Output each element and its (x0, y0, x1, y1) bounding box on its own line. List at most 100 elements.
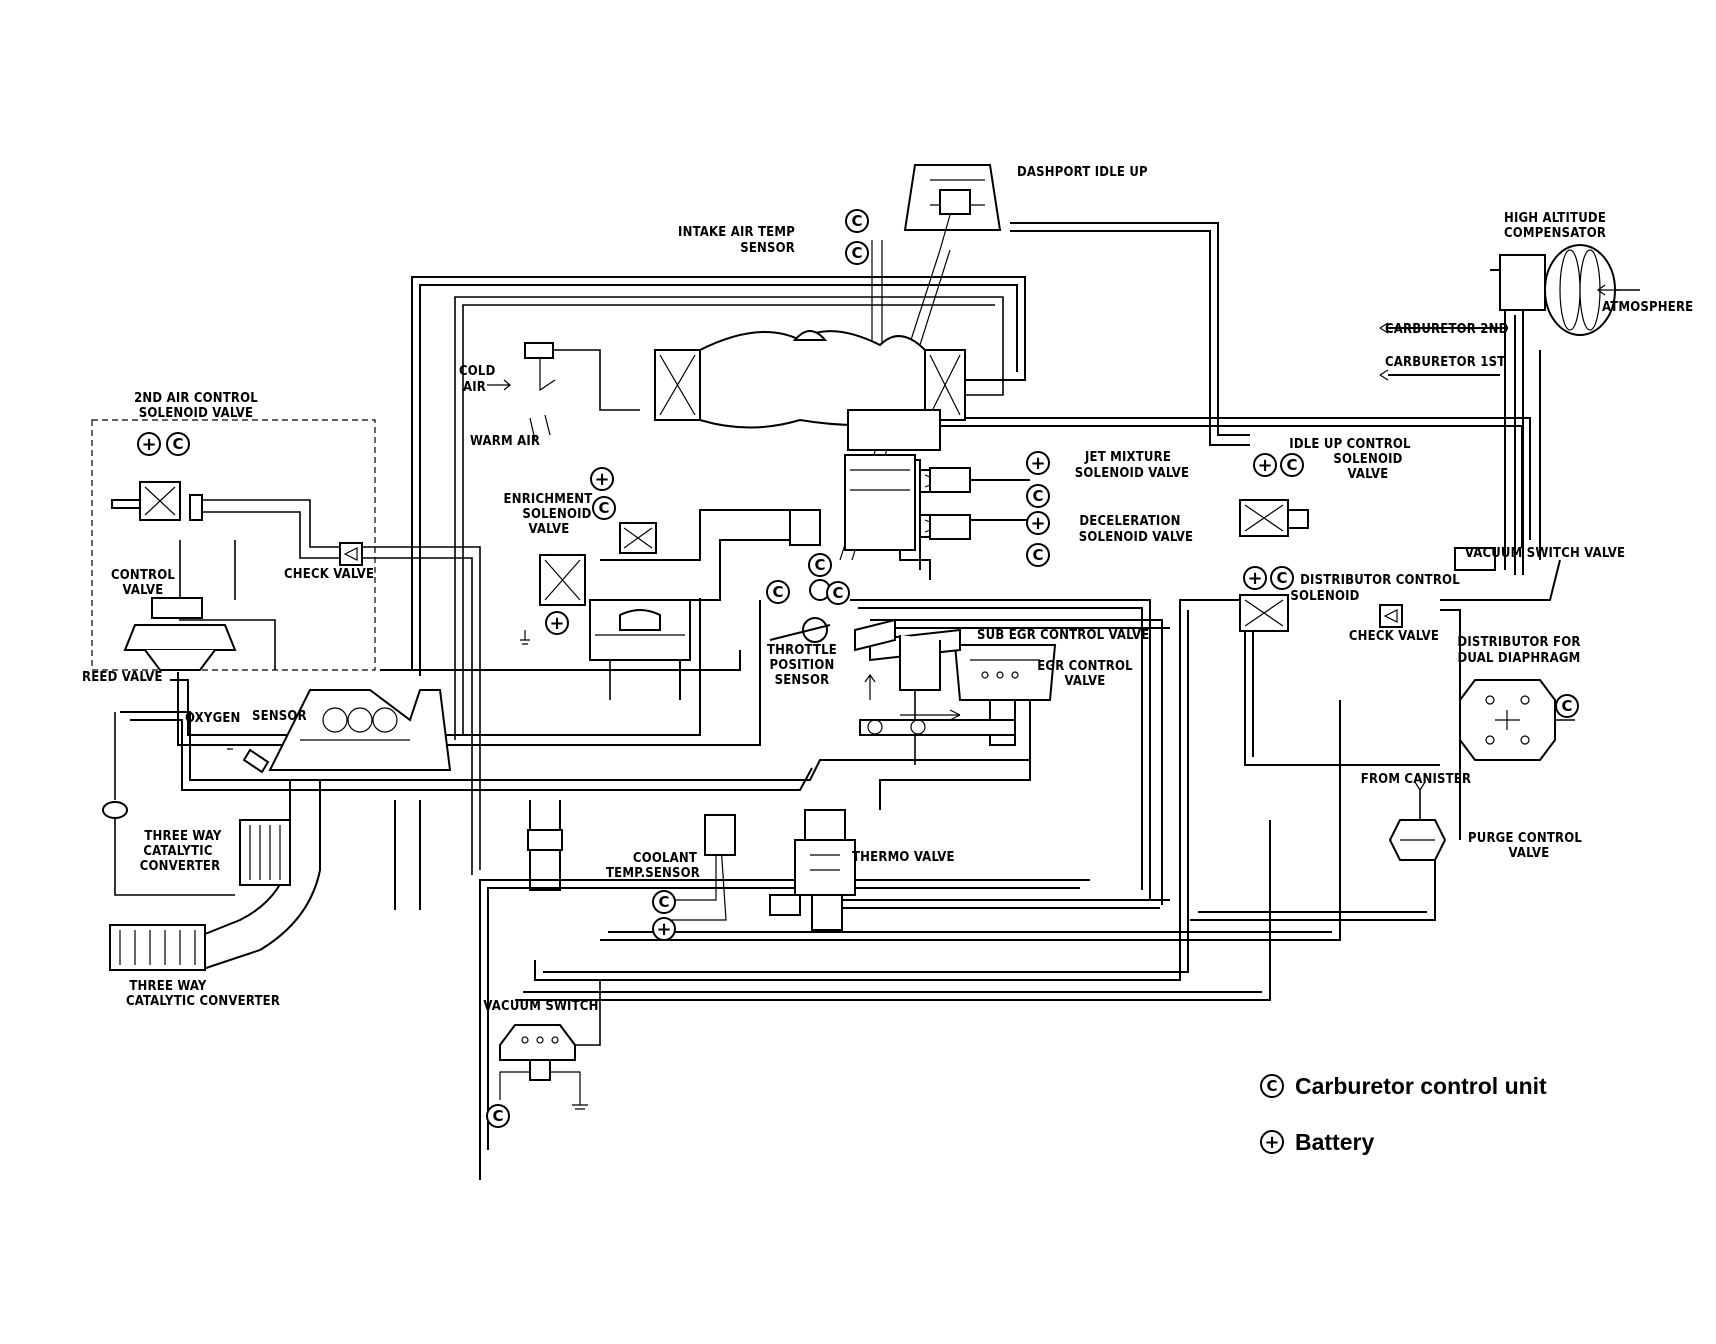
label-high-altitude-compensator-1: HIGH ALTITUDE (1504, 211, 1606, 226)
svg-text:+: + (656, 919, 671, 940)
vacuum-switch-valve-part (1454, 547, 1496, 571)
cold-air-arrow (487, 379, 511, 391)
carburetor-part (789, 409, 961, 551)
label-carburetor-1st: CARBURETOR 1ST (1385, 355, 1505, 370)
label-twcc2-1: THREE WAY (129, 979, 207, 994)
legend-battery-symbol: + (1260, 1130, 1284, 1154)
label-purge-2: VALVE (1509, 846, 1550, 861)
vacuum-switch-part (499, 980, 601, 1110)
symbol-coolant-plus: + (652, 917, 676, 941)
legend: C Carburetor control unit + Battery (1260, 1073, 1547, 1155)
svg-text:C: C (814, 556, 825, 574)
label-cold-air-2: AIR (463, 380, 486, 395)
label-enrichment-2: SOLENOID (522, 507, 591, 522)
throttle-position-sensor-part (769, 579, 831, 643)
label-vacuum-switch: VACUUM SWITCH (483, 999, 598, 1014)
label-control-valve-2: VALVE (123, 583, 164, 598)
jet-mixture-solenoid-part (929, 467, 971, 540)
egr-up-arrow (864, 673, 876, 700)
label-2nd-air-control-2: SOLENOID VALVE (139, 406, 253, 421)
label-2nd-air-control-1: 2ND AIR CONTROL (134, 391, 258, 406)
label-egr-control-1: EGR CONTROL (1037, 659, 1133, 674)
svg-text:+: + (1247, 568, 1262, 589)
symbol-second-air-c: C (166, 432, 190, 456)
label-deceleration-2: SOLENOID VALVE (1079, 530, 1193, 545)
label-egr-control-2: VALVE (1065, 674, 1106, 689)
svg-text:C: C (658, 893, 669, 911)
label-distributor-dual-1: DISTRIBUTOR FOR (1457, 635, 1580, 650)
label-idle-up-3: VALVE (1348, 467, 1389, 482)
label-dashport-idle-up: DASHPORT IDLE UP (1017, 165, 1148, 180)
symbol-intake-air-temp-c2: C (845, 241, 869, 265)
label-distributor-control-1: DISTRIBUTOR CONTROL (1300, 573, 1460, 588)
label-sub-egr: SUB EGR CONTROL VALVE (977, 628, 1149, 643)
symbol-enrichment-plus: + (590, 467, 614, 491)
sub-egr-control-valve-part (854, 618, 896, 652)
symbol-distributor-plus: + (1243, 566, 1267, 590)
symbol-idle-up-c: C (1280, 453, 1304, 477)
svg-text:+: + (1264, 1132, 1279, 1153)
thermo-valve-part (769, 809, 856, 931)
distributor-dual-diaphragm-part (1459, 679, 1575, 761)
symbol-enrichment-c: C (592, 496, 616, 520)
label-throttle-1: THROTTLE (767, 643, 837, 658)
svg-text:+: + (1030, 513, 1045, 534)
label-enrichment-1: ENRICHMENT (504, 492, 593, 507)
svg-text:C: C (851, 244, 862, 262)
svg-text:+: + (594, 469, 609, 490)
label-throttle-2: POSITION (770, 658, 835, 673)
symbol-distributor-c: C (1270, 566, 1294, 590)
label-idle-up-1: IDLE UP CONTROL (1289, 437, 1411, 452)
label-twcc1-3: CONVERTER (140, 859, 221, 874)
legend-control-unit-symbol: C (1260, 1074, 1284, 1098)
air-flap-part (524, 342, 640, 441)
symbol-decel-c: C (1026, 543, 1050, 567)
symbol-second-air-plus: + (137, 432, 161, 456)
svg-text:C: C (172, 435, 183, 453)
dashport-idle-up-part (903, 164, 1002, 251)
atmosphere-arrowhead (1596, 284, 1606, 296)
label-distributor-dual-2: DUAL DIAPHRAGM (1458, 651, 1581, 666)
symbol-coolant-c: C (652, 890, 676, 914)
egr-flow-arrow (949, 709, 961, 721)
label-check-valve-right: CHECK VALVE (1349, 629, 1439, 644)
label-thermo-valve: THERMO VALVE (852, 850, 955, 865)
purge-control-valve-part (1388, 790, 1447, 861)
ground-symbol-oxygen (225, 744, 235, 750)
label-throttle-3: SENSOR (775, 673, 830, 688)
symbol-idle-up-plus: + (1253, 453, 1277, 477)
svg-text:C: C (832, 584, 843, 602)
from-canister-arrow (1414, 781, 1426, 791)
legend-carburetor-control-unit: Carburetor control unit (1295, 1073, 1547, 1099)
label-vacuum-switch-valve: VACUUM SWITCH VALVE (1465, 546, 1625, 561)
high-altitude-compensator-part (1499, 244, 1640, 336)
svg-text:C: C (851, 212, 862, 230)
label-intake-air-temp-sensor-1: INTAKE AIR TEMP (678, 225, 795, 240)
legend-battery: Battery (1295, 1129, 1374, 1155)
label-distributor-control-2: SOLENOID (1290, 589, 1359, 604)
label-cold-air-1: COLD (459, 364, 496, 379)
carburetor-1st-arrow (1379, 369, 1389, 381)
exhaust-pipe-part (102, 712, 321, 971)
component-labels: DASHPORT IDLE UP INTAKE AIR TEMP SENSOR … (82, 165, 1693, 1014)
svg-text:+: + (1257, 455, 1272, 476)
label-warm-air: WARM AIR (470, 434, 540, 449)
label-check-valve-left: CHECK VALVE (284, 567, 374, 582)
svg-text:+: + (549, 613, 564, 634)
ground-symbol-enrichment (520, 630, 530, 645)
label-carburetor-2nd: CARBURETOR 2ND (1385, 322, 1509, 337)
label-from-canister: FROM CANISTER (1361, 772, 1471, 787)
label-atmosphere: ATMOSPHERE (1602, 300, 1693, 315)
svg-text:C: C (1561, 697, 1572, 715)
label-twcc2-2: CATALYTIC CONVERTER (126, 994, 280, 1009)
intake-port-part (394, 800, 563, 910)
label-sensor: SENSOR (252, 709, 307, 724)
label-purge-1: PURGE CONTROL (1468, 831, 1582, 846)
air-cleaner-part (654, 330, 966, 429)
second-air-control-part (91, 419, 376, 671)
carburetor-2nd-arrow (1379, 322, 1389, 334)
label-coolant-2: TEMP.SENSOR (606, 866, 700, 881)
svg-text:C: C (492, 1107, 503, 1125)
